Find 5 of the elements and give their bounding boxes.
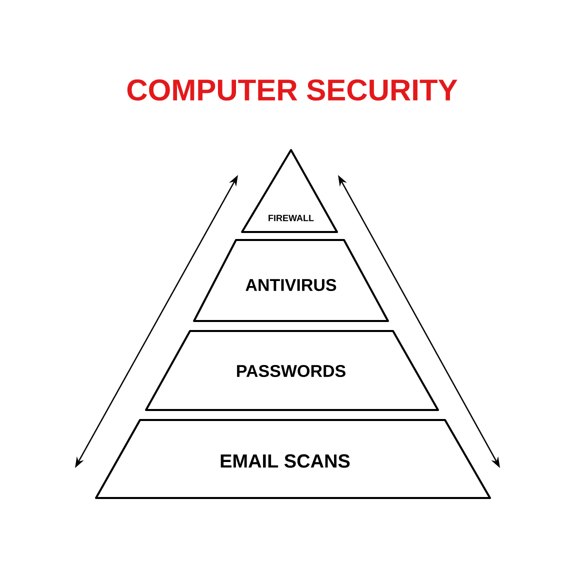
pyramid-tier: PASSWORDS — [145, 330, 439, 411]
pyramid-tier: ANTIVIRUS — [193, 239, 389, 322]
pyramid-tier: EMAIL SCANS — [95, 419, 491, 499]
pyramid-tier: FIREWALL — [241, 149, 338, 233]
title: COMPUTER SECURITY — [127, 79, 458, 101]
